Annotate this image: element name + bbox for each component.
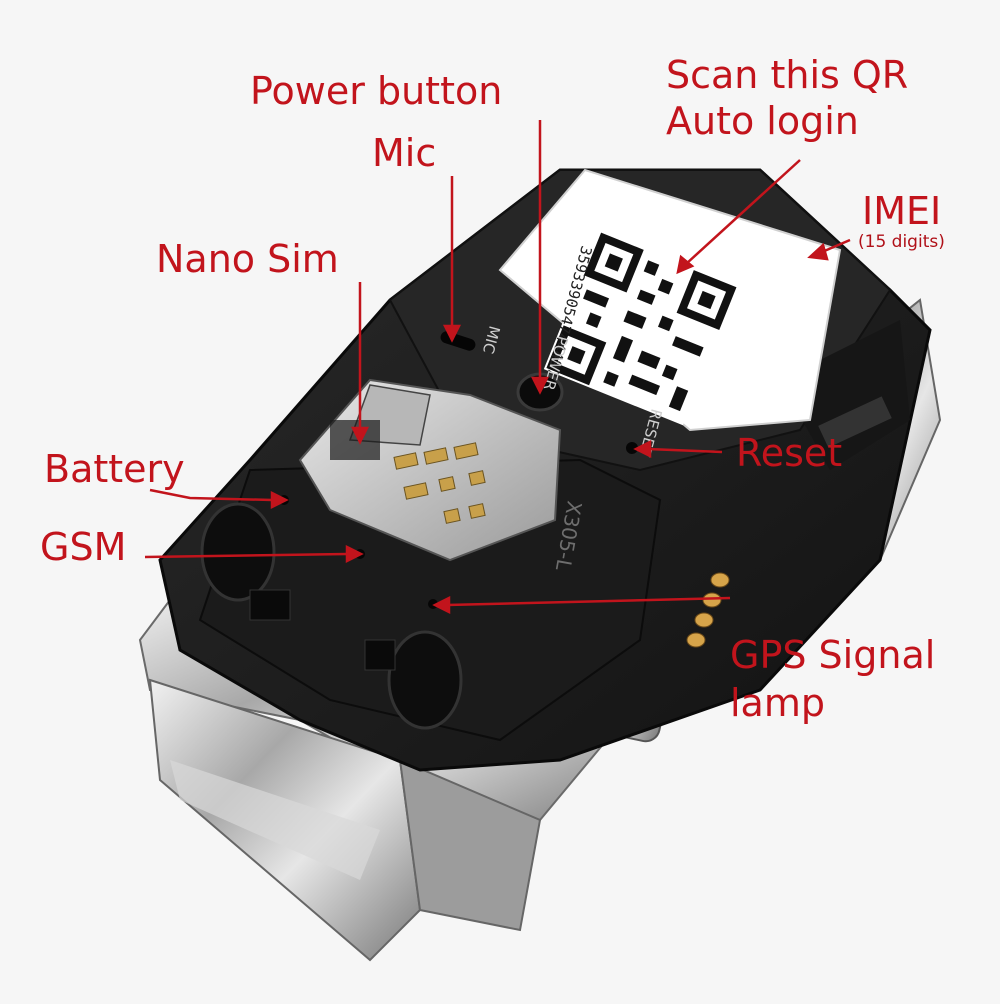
gps-label-line1: GPS Signal bbox=[730, 633, 936, 677]
nano-sim-label: Nano Sim bbox=[156, 237, 339, 281]
imei-label: IMEI bbox=[862, 189, 942, 233]
qr-label: 359339054744497 bbox=[498, 168, 842, 432]
reset-hole bbox=[626, 442, 638, 454]
mic-label: Mic bbox=[372, 131, 437, 175]
reset-label: Reset bbox=[736, 431, 843, 475]
sim-tray bbox=[298, 378, 562, 562]
power-button-label: Power button bbox=[250, 69, 503, 113]
annotation-lines bbox=[144, 120, 851, 615]
gsm-label: GSM bbox=[40, 525, 127, 569]
scan-qr-label-line1: Scan this QR bbox=[666, 53, 909, 97]
battery-label: Battery bbox=[44, 447, 185, 491]
imei-note-label: (15 digits) bbox=[858, 232, 945, 252]
scan-qr-label-line2: Auto login bbox=[666, 99, 859, 143]
gps-label-line2: lamp bbox=[730, 681, 825, 725]
